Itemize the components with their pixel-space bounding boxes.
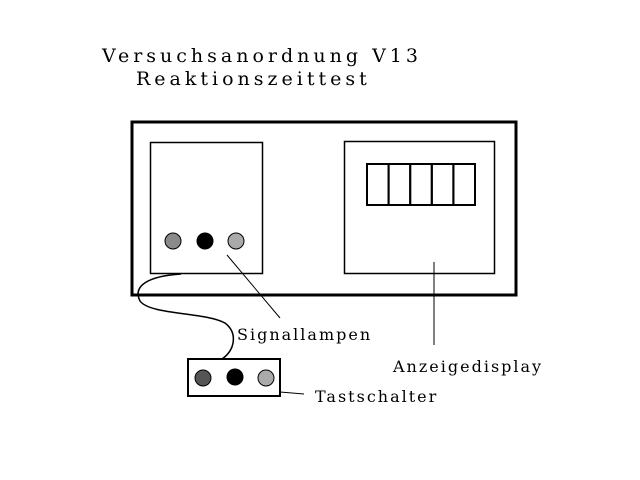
signal-lamps-pointer <box>226 254 281 319</box>
display-digit-cell <box>452 163 476 206</box>
push-button-left[interactable] <box>194 369 212 387</box>
signal-lamp-middle <box>196 232 214 250</box>
signal-lamp-right <box>227 232 245 250</box>
push-button-middle[interactable] <box>226 368 244 386</box>
title-line-1: Versuchsanordnung V13 <box>101 45 422 67</box>
display-digit-cell <box>409 163 433 206</box>
push-button-right[interactable] <box>257 369 275 387</box>
label-display: Anzeigedisplay <box>392 357 543 376</box>
device-housing <box>130 120 518 297</box>
display-panel <box>343 140 496 275</box>
cable <box>137 273 234 360</box>
display-digits <box>366 163 476 206</box>
display-digit-cell <box>366 163 390 206</box>
display-digit-cell <box>430 163 455 206</box>
label-signal-lamps: Signallampen <box>237 325 372 344</box>
label-push-buttons: Tastschalter <box>315 387 438 406</box>
lamp-panel <box>149 141 264 275</box>
push-buttons-pointer <box>279 391 305 395</box>
push-button-box <box>187 358 281 397</box>
signal-lamp-left <box>164 232 182 250</box>
display-digit-cell <box>387 163 412 206</box>
title-line-2: Reaktionszeittest <box>136 68 371 90</box>
